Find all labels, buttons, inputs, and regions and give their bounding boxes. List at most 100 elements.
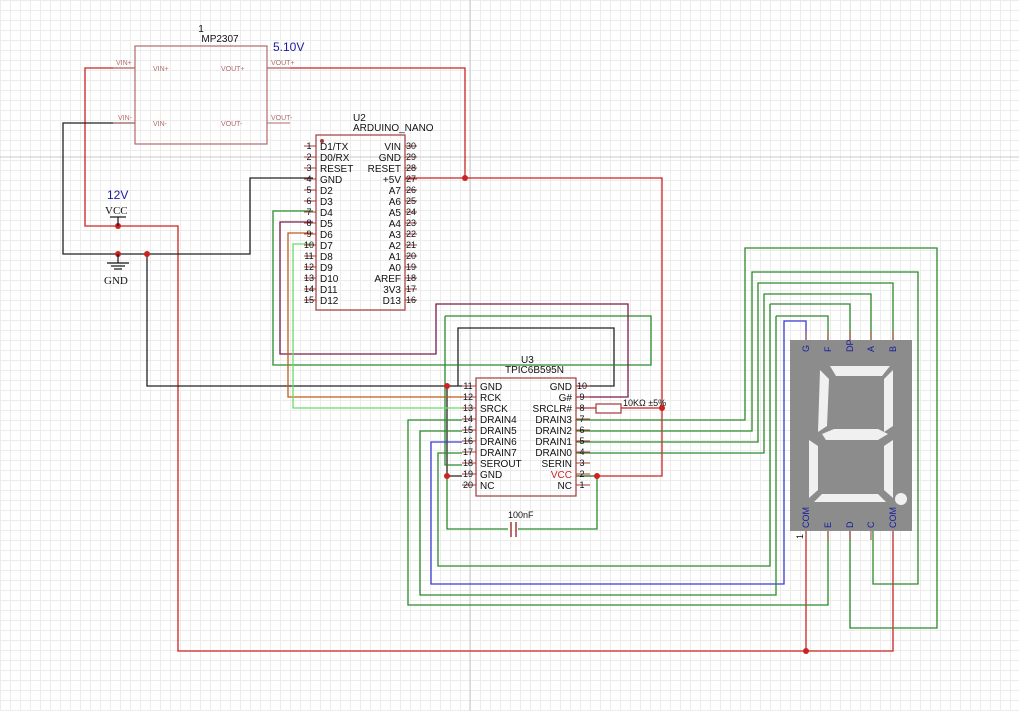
wire-d4 xyxy=(272,210,652,366)
gnd-label: GND xyxy=(104,275,128,287)
nano-pin-name: A5 xyxy=(389,208,402,219)
tpic-body xyxy=(475,377,577,497)
tpic-pin-name: DRAIN5 xyxy=(480,426,517,437)
nano-pin-name: +5V xyxy=(383,175,401,186)
nano-pin-name: RESET xyxy=(320,164,353,175)
nano-pin-number: 25 xyxy=(406,196,416,206)
nano-pin-name: D2 xyxy=(320,186,333,197)
nano-pin-name: VIN xyxy=(384,142,401,153)
wire-drain5 xyxy=(419,316,777,596)
mp2307-voltage: 5.10V xyxy=(273,40,304,54)
vcc-symbol[interactable]: 12V VCC xyxy=(105,188,128,226)
nano-pin-number: 26 xyxy=(406,185,416,195)
tpic-pin-name: GND xyxy=(480,470,502,481)
nano-pin-number: 4 xyxy=(306,174,311,184)
nano-pin-name: D10 xyxy=(320,274,339,285)
wire-drain4 xyxy=(407,419,829,606)
nano-pin-number: 14 xyxy=(304,284,314,294)
mp2307-name: MP2307 xyxy=(201,34,239,45)
nano-pin-name: D9 xyxy=(320,263,333,274)
nano-pin-number: 12 xyxy=(304,262,314,272)
tpic-pin-number: 16 xyxy=(463,436,473,446)
nano-pin-name: A6 xyxy=(389,197,402,208)
tpic-pin-number: 8 xyxy=(579,403,584,413)
nano-pin-name: D8 xyxy=(320,252,333,263)
tpic-pin-name: SEROUT xyxy=(480,459,522,470)
segment-g xyxy=(822,429,888,440)
tpic-pin-number: 6 xyxy=(579,425,584,435)
wire-d6 xyxy=(287,232,462,398)
resistor[interactable]: 10KΩ ±5% xyxy=(595,398,666,414)
tpic-pin-number: 19 xyxy=(463,469,473,479)
mp2307-designator: 1 xyxy=(198,24,204,35)
pin-label: VOUT- xyxy=(271,115,293,122)
tpic-pin-number: 1 xyxy=(579,480,584,490)
tpic-pin-name: DRAIN2 xyxy=(535,426,572,437)
tpic-pin-name: SERIN xyxy=(541,459,572,470)
nano-name: ARDUINO_NANO xyxy=(353,123,434,134)
wire-vin xyxy=(84,67,894,652)
tpic-pin-name: GND xyxy=(480,382,502,393)
nano-pin-number: 13 xyxy=(304,273,314,283)
wire-cap-right xyxy=(518,475,598,530)
junction-dot xyxy=(144,251,150,257)
tpic-pin-name: RCK xyxy=(480,393,501,404)
capacitor[interactable]: 100nF xyxy=(508,510,534,537)
tpic-pin-name: DRAIN1 xyxy=(535,437,572,448)
nano-pin-number: 16 xyxy=(406,295,416,305)
nano-pin-number: 10 xyxy=(304,240,314,250)
nano-pin-number: 11 xyxy=(304,251,313,261)
tpic-designator: U3 xyxy=(521,355,534,366)
wire-d5 xyxy=(279,221,629,398)
tpic-pin-number: 3 xyxy=(579,458,584,468)
segment-e xyxy=(809,440,818,498)
nano-pin-number: 2 xyxy=(306,152,311,162)
gnd-symbol[interactable]: GND xyxy=(104,254,129,287)
display-pin-label: COM xyxy=(888,507,898,528)
pin-label: VIN+ xyxy=(153,66,169,73)
pin-label: VOUT+ xyxy=(221,66,245,73)
tpic-pin-number: 12 xyxy=(463,392,473,402)
vcc-voltage: 12V xyxy=(107,188,128,202)
junction-dot xyxy=(462,175,468,181)
wire-gnd-vin xyxy=(62,122,313,255)
mp2307-module[interactable]: 1 MP2307 5.10V VIN+ VIN+ VIN- VIN- VOUT+… xyxy=(113,24,304,145)
tpic-pin-number: 13 xyxy=(463,403,473,413)
resistor-label: 10KΩ ±5% xyxy=(623,398,666,408)
wire-drain6 xyxy=(437,304,771,567)
wire-drain-g xyxy=(430,320,807,585)
nano-pin-number: 28 xyxy=(406,163,416,173)
wire-d4b xyxy=(444,316,462,466)
tpic-pin-name: GND xyxy=(550,382,572,393)
nano-pin-name: D1/TX xyxy=(320,142,349,153)
segment-d xyxy=(814,494,886,502)
junction-dot xyxy=(594,473,600,479)
nano-pin-number: 24 xyxy=(406,207,416,217)
wire-5v xyxy=(267,67,466,179)
tpic-pin-number: 5 xyxy=(579,436,584,446)
capacitor-label: 100nF xyxy=(508,510,534,520)
display-pin-label: COM xyxy=(801,507,811,528)
nano-pin-name: A2 xyxy=(389,241,402,252)
tpic-pin-number: 10 xyxy=(577,381,587,391)
pin-label: VOUT- xyxy=(221,121,243,128)
tpic-pin-number: 17 xyxy=(463,447,473,457)
nano-pin-number: 23 xyxy=(406,218,416,228)
nano-pin-name: AREF xyxy=(374,274,401,285)
display-pin-label: F xyxy=(823,346,833,352)
tpic-pin-number: 18 xyxy=(463,458,473,468)
nano-pin-name: GND xyxy=(320,175,342,186)
tpic-pin-number: 4 xyxy=(579,447,584,457)
segment-c xyxy=(884,440,893,498)
wire-d7 xyxy=(292,243,462,409)
segment-b xyxy=(884,370,893,432)
display-pin-label: D xyxy=(845,521,855,528)
